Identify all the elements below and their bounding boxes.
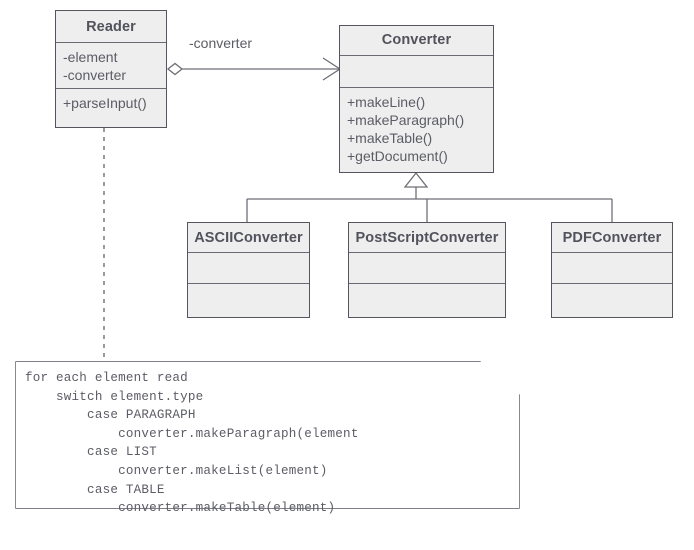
class-box-converter[interactable]: Converter +makeLine() +makeParagraph() +…	[339, 25, 494, 173]
class-operations-ascii-converter	[188, 282, 309, 317]
class-name-postscript-converter: PostScriptConverter	[349, 223, 505, 253]
class-attributes-pdf-converter	[552, 252, 672, 283]
class-name-converter: Converter	[340, 26, 493, 55]
class-operations-pdf-converter	[552, 282, 672, 317]
class-operations-converter: +makeLine() +makeParagraph() +makeTable(…	[340, 87, 493, 172]
class-box-pdf-converter[interactable]: PDFConverter	[551, 222, 673, 318]
hollow-triangle-marker	[403, 171, 429, 188]
open-diamond-marker	[166, 62, 184, 76]
pseudocode-note[interactable]: for each element read switch element.typ…	[16, 362, 519, 515]
class-box-reader[interactable]: Reader -element -converter +parseInput()	[55, 10, 167, 128]
aggregation-edge-reader-converter	[166, 57, 342, 81]
class-box-ascii-converter[interactable]: ASCIIConverter	[187, 222, 310, 318]
class-attributes-reader: -element -converter	[56, 42, 166, 88]
class-attributes-converter	[340, 54, 493, 88]
class-attributes-postscript-converter	[349, 252, 505, 283]
generalization-edges	[246, 171, 613, 222]
class-operations-reader: +parseInput()	[56, 87, 166, 127]
open-arrow-marker	[322, 57, 342, 81]
pseudocode-note-text: for each element read switch element.typ…	[25, 371, 359, 516]
class-operations-postscript-converter	[349, 282, 505, 317]
class-name-pdf-converter: PDFConverter	[552, 223, 672, 253]
class-attributes-ascii-converter	[188, 252, 309, 283]
class-name-reader: Reader	[56, 11, 166, 43]
association-role-label-converter: -converter	[189, 35, 253, 51]
class-box-postscript-converter[interactable]: PostScriptConverter	[348, 222, 506, 318]
class-name-ascii-converter: ASCIIConverter	[188, 223, 309, 253]
